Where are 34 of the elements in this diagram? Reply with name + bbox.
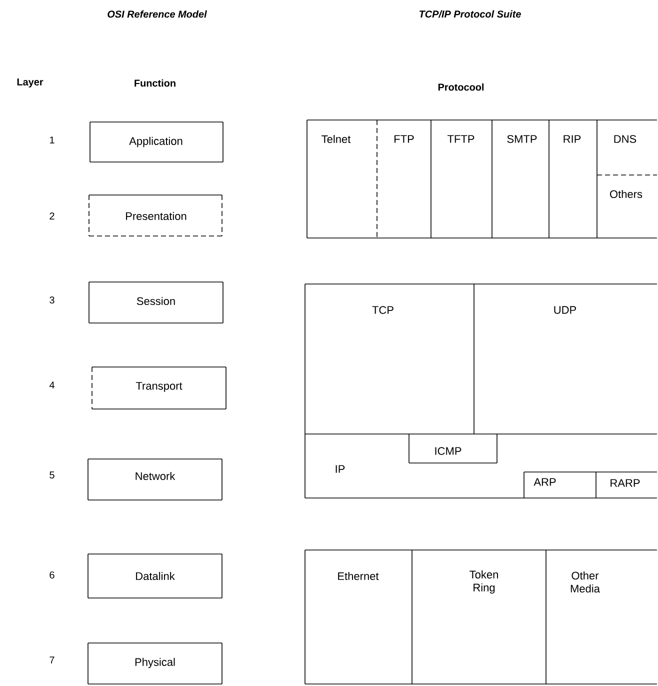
layer-number: 5 (50, 472, 54, 478)
protocol-cell: DNS (596, 120, 658, 176)
column-heading: Protocool (438, 83, 484, 91)
layer-box: Application (90, 122, 224, 162)
protocol-cell: Telnet (306, 120, 378, 238)
protocol-cell: FTP (376, 120, 432, 238)
protocol-cell: Others (596, 190, 658, 238)
protocol-cell: ARP (524, 472, 596, 498)
layer-number: 1 (50, 136, 54, 144)
heading: TCP/IP Protocol Suite (420, 10, 521, 18)
layer-box: Datalink (88, 554, 222, 598)
layer-box: Transport (92, 366, 226, 410)
protocol-cell: Token Ring (412, 550, 546, 684)
layer-box: Presentation (88, 194, 222, 236)
protocol-cell: UDP (474, 284, 658, 314)
layer-box: Network (88, 458, 222, 500)
protocol-cell: RIP (548, 120, 598, 238)
layer-number: 4 (49, 382, 54, 388)
layer-number: 3 (50, 296, 54, 304)
layer-number: 6 (50, 571, 54, 579)
column-heading: Function (134, 79, 176, 87)
protocol-cell: ICMP (408, 434, 498, 464)
protocol-cell: TCP (304, 284, 474, 434)
layer-number: 2 (50, 212, 54, 220)
column-heading: Layer (17, 78, 44, 88)
layer-box: Physical (88, 642, 222, 684)
protocol-cell: Other Media (546, 550, 658, 684)
protocol-cell: Ethernet (304, 550, 412, 684)
layer-number: 7 (50, 656, 54, 664)
protocol-cell: TFTP (430, 120, 492, 238)
protocol-cell: RARP (596, 472, 658, 487)
layer-box: Session (88, 282, 224, 324)
protocol-cell: SMTP (492, 120, 550, 238)
heading: OSI Reference Model (108, 10, 207, 18)
